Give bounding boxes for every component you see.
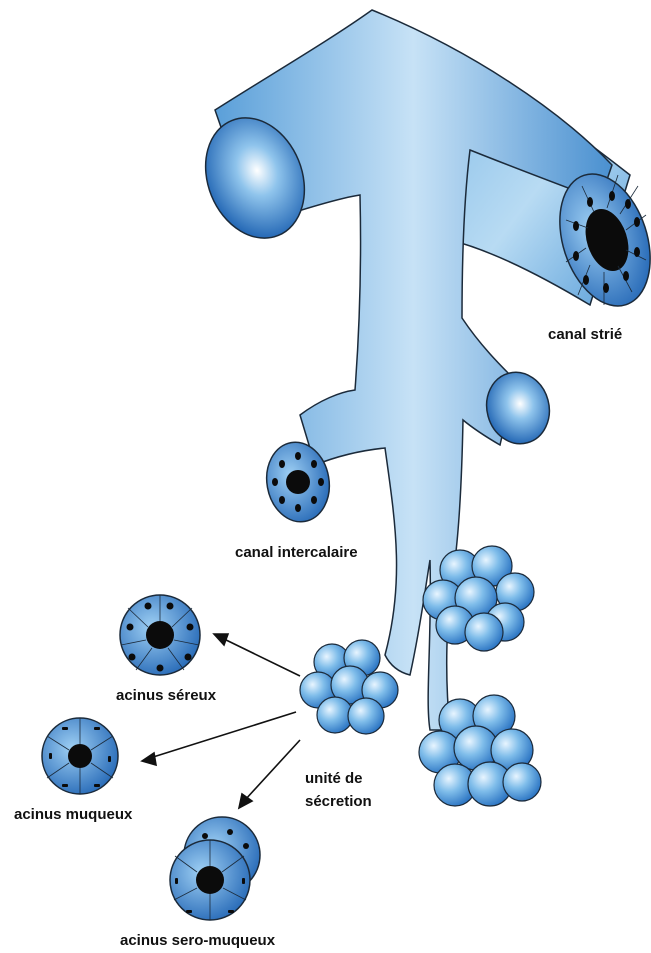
main-duct-trunk [215,10,612,730]
acinus-muqueux-shape [42,718,118,794]
label-canal-strie: canal strié [548,326,622,343]
acinus-sero-muqueux-shape [170,817,260,920]
label-unite-de: unité de [305,770,363,787]
duct-tree [188,10,651,730]
arrow-to-seromucous [245,740,300,800]
label-acinus-sereux: acinus séreux [116,687,217,704]
label-acinus-muqueux: acinus muqueux [14,806,133,823]
label-secretion: sécretion [305,793,372,810]
arrow-to-serous [222,638,300,676]
arrow-to-mucous [150,712,296,758]
label-acinus-sero-muqueux: acinus sero-muqueux [120,932,276,949]
secretory-cluster-center [300,640,398,734]
acinus-sereux-shape [120,595,200,675]
label-canal-intercalaire: canal intercalaire [235,544,358,561]
